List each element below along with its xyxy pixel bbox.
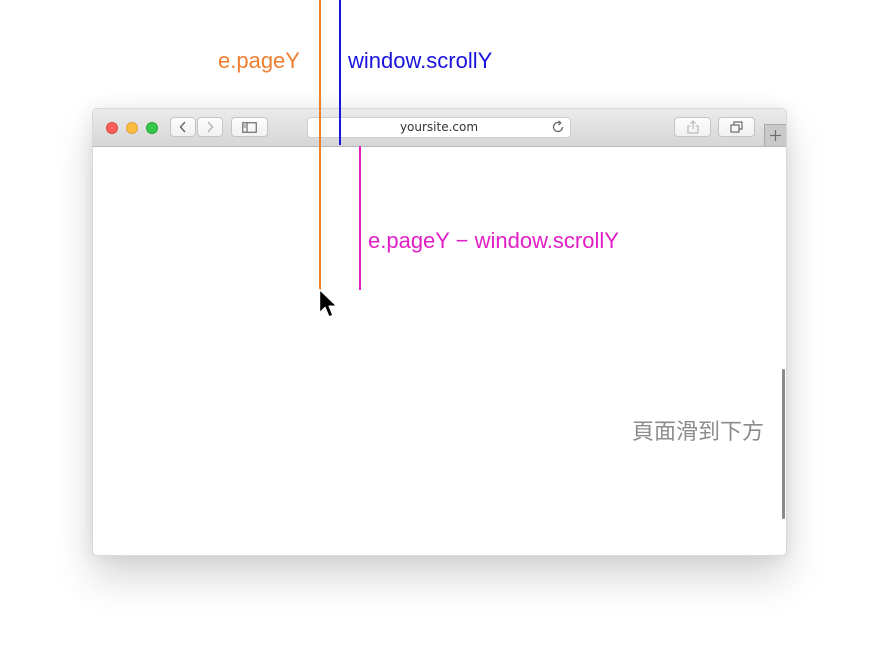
sidebar-button[interactable]: [231, 117, 268, 137]
share-button[interactable]: [674, 117, 711, 137]
back-chevron-icon: [179, 121, 186, 133]
forward-button[interactable]: [197, 117, 223, 137]
plus-icon: [770, 130, 781, 141]
browser-toolbar: yoursite.com: [93, 109, 786, 147]
zoom-dot-icon[interactable]: [146, 122, 158, 134]
share-icon: [686, 120, 699, 134]
difference-line: [359, 146, 361, 290]
tabs-icon: [730, 121, 743, 133]
back-button[interactable]: [170, 117, 196, 137]
reload-icon[interactable]: [551, 120, 565, 134]
sidebar-icon: [242, 121, 257, 133]
scrolled-note: 頁面滑到下方: [632, 420, 765, 445]
forward-chevron-icon: [207, 121, 214, 133]
mouse-cursor-icon: [318, 288, 338, 318]
page-y-line: [319, 0, 321, 291]
scroll-y-line: [339, 0, 341, 145]
minimize-dot-icon[interactable]: [126, 122, 138, 134]
address-bar[interactable]: yoursite.com: [307, 117, 571, 138]
browser-window: yoursite.com: [92, 108, 787, 556]
page-y-label: e.pageY: [218, 48, 300, 73]
tabs-overview-button[interactable]: [718, 117, 755, 137]
close-dot-icon[interactable]: [106, 122, 118, 134]
url-text: yoursite.com: [399, 120, 479, 134]
new-tab-button[interactable]: [764, 124, 786, 146]
scroll-y-label: window.scrollY: [348, 48, 493, 73]
scrollbar[interactable]: [782, 369, 785, 519]
difference-label: e.pageY − window.scrollY: [368, 228, 619, 253]
